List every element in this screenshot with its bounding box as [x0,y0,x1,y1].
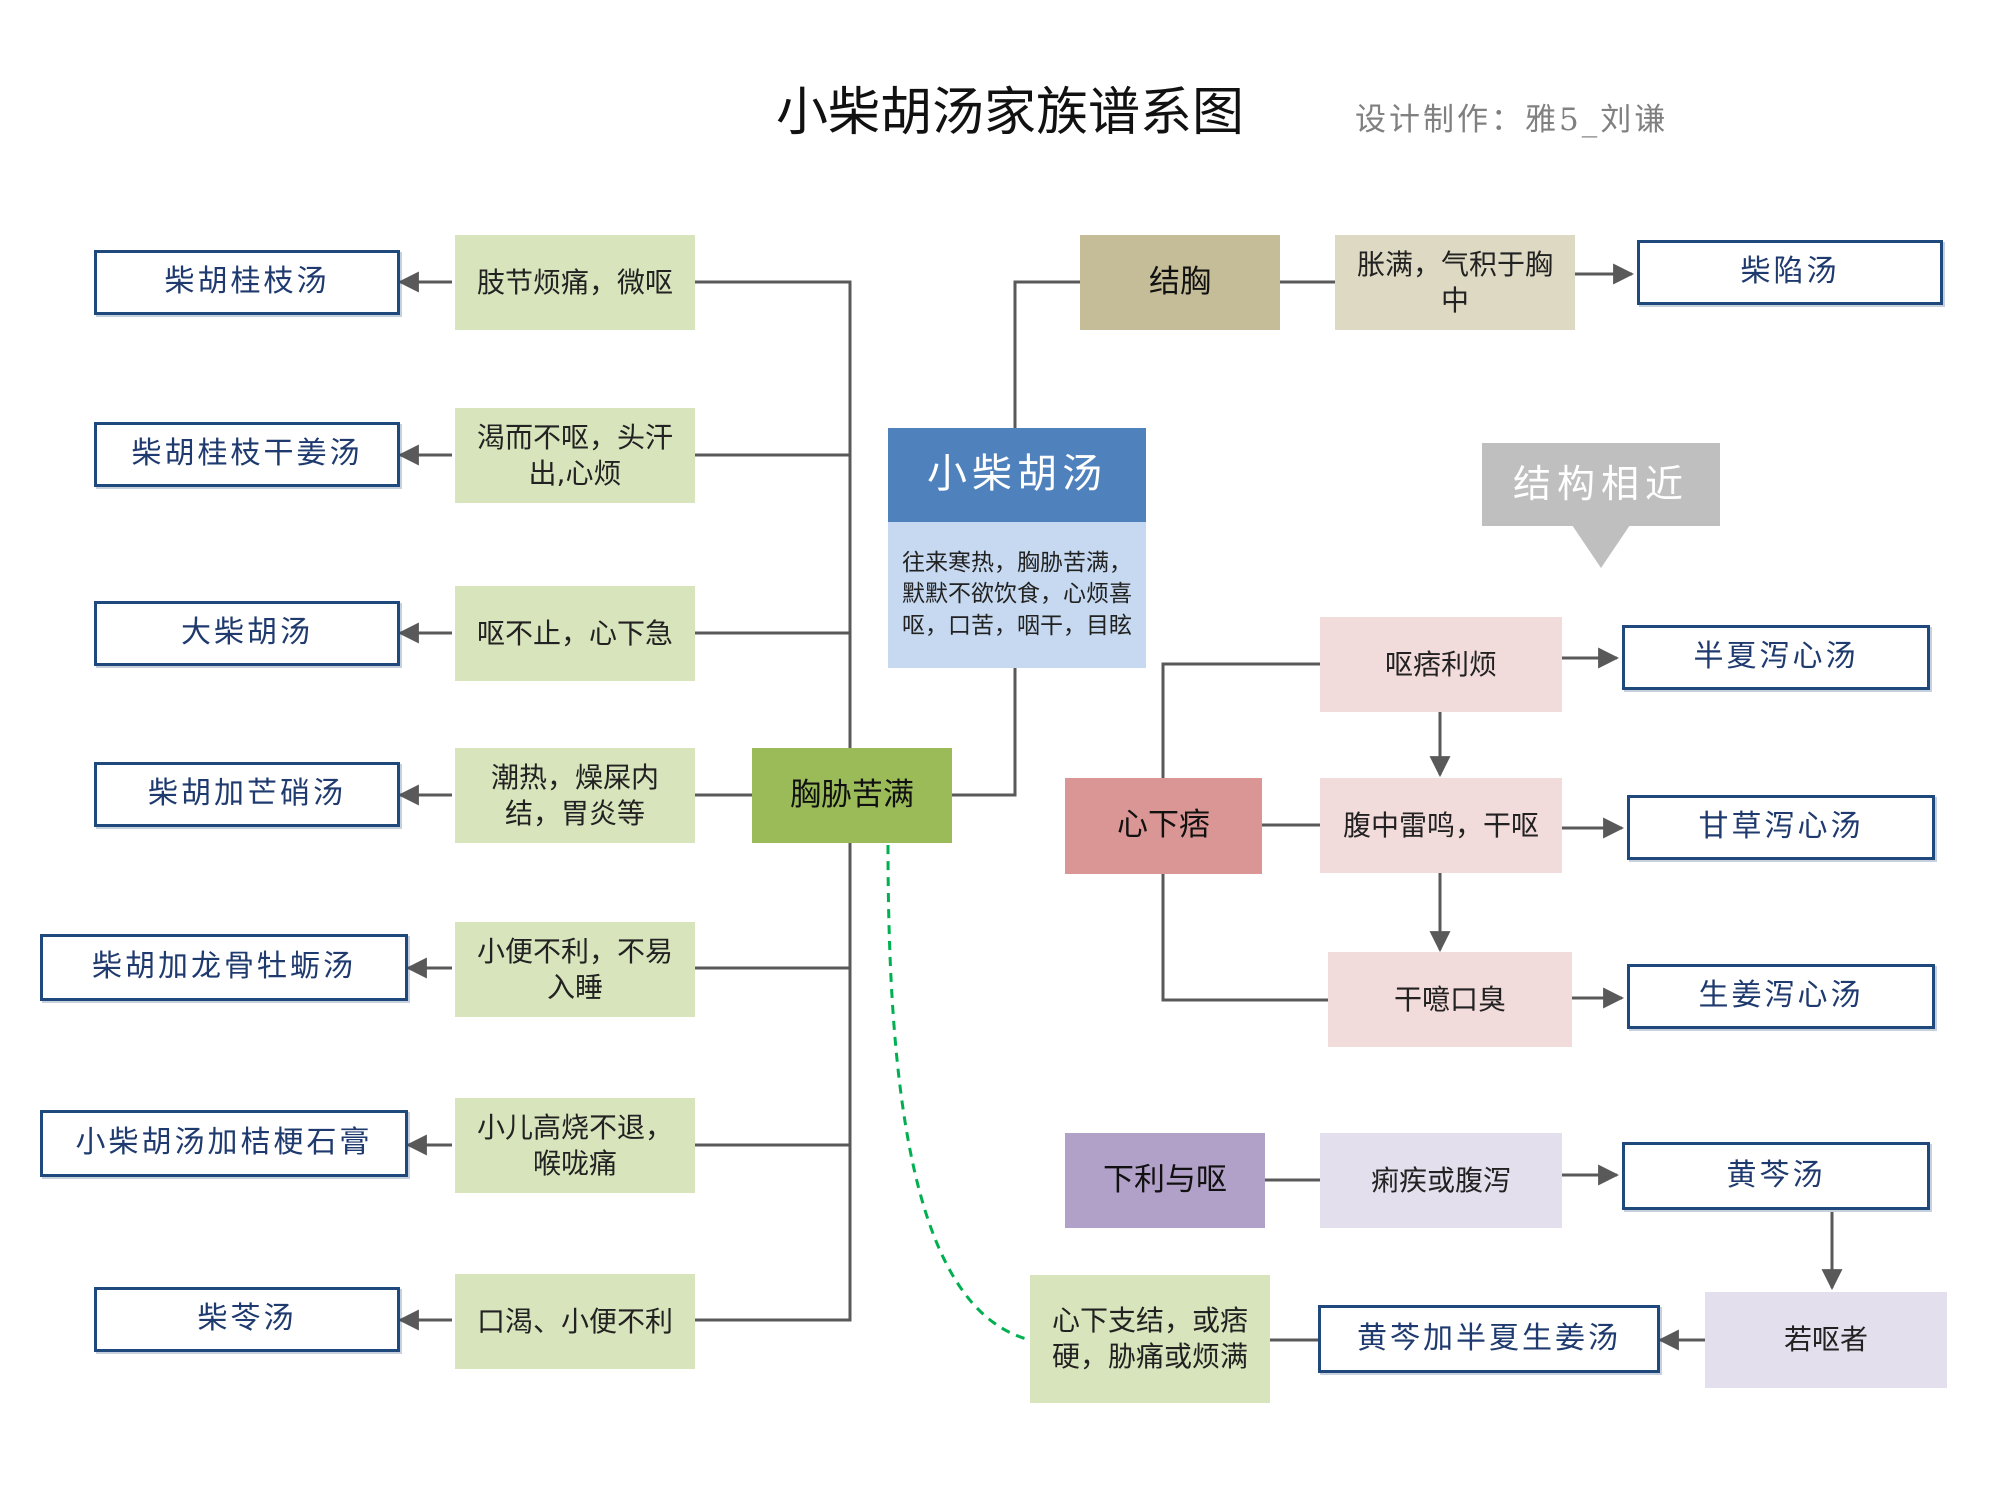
formula-chaihu-guizhi-ganjiang: 柴胡桂枝干姜汤 [94,422,400,487]
key-chest-bind: 结胸 [1080,235,1280,330]
formula-huangqin: 黄芩汤 [1622,1142,1930,1210]
formula-chailing: 柴苓汤 [94,1287,400,1352]
formula-banxia-xiexin: 半夏泻心汤 [1622,625,1930,690]
formula-chaihu-longgu-muli: 柴胡加龙骨牡蛎汤 [40,934,408,1001]
key-epigastric-stuffiness: 心下痞 [1065,778,1262,874]
link-xinxiapi-top [1161,662,1320,778]
left-symptom-1: 肢节烦痛，微呕 [455,235,695,330]
left-symptom-4: 潮热，燥屎内结，胃炎等 [455,748,695,843]
formula-da-chaihu: 大柴胡汤 [94,601,400,666]
xinxiapi-symptom-1: 呕痞利烦 [1320,617,1562,712]
formula-chaihu-guizhi: 柴胡桂枝汤 [94,250,400,315]
page-title: 小柴胡汤家族谱系图 [775,83,1244,143]
left-symptom-6: 小儿高烧不退，喉咙痛 [455,1098,695,1193]
xinxiapi-symptom-3: 干噫口臭 [1328,952,1572,1047]
dashed-symptom: 心下支结，或痞硬，胁痛或烦满 [1030,1275,1270,1403]
left-symptom-7: 口渴、小便不利 [455,1274,695,1369]
formula-chaihu-mangxiao: 柴胡加芒硝汤 [94,762,400,827]
left-symptom-3: 呕不止，心下急 [455,586,695,681]
xiali-symptom: 痢疾或腹泻 [1320,1133,1562,1228]
left-symptom-5: 小便不利，不易入睡 [455,922,695,1017]
link-main-chest [952,668,1017,797]
link-xinxiapi-bottom [1161,874,1328,1002]
main-formula-title: 小柴胡汤 [888,428,1146,522]
author-credit: 设计制作：雅5_刘谦 [1355,102,1669,138]
dashed-link [886,844,1031,1342]
key-chest-hypochondrium: 胸胁苦满 [752,748,952,843]
similar-down-arrow-icon [1572,525,1630,568]
formula-huangqin-banxia-shengjiang: 黄芩加半夏生姜汤 [1318,1305,1660,1373]
xiali-condition: 若呕者 [1705,1292,1947,1388]
left-symptom-2: 渴而不呕，头汗出,心烦 [455,408,695,503]
formula-shengjiang-xiexin: 生姜泻心汤 [1627,964,1935,1029]
link-main-jiexiong [1013,280,1080,428]
key-diarrhea-vomiting: 下利与呕 [1065,1133,1265,1228]
formula-gancao-xiexin: 甘草泻心汤 [1627,795,1935,860]
formula-xiaochaihu-jiegeng-shigao: 小柴胡汤加桔梗石膏 [40,1110,408,1177]
xinxiapi-symptom-2: 腹中雷鸣，干呕 [1320,778,1562,873]
main-formula-description: 往来寒热，胸胁苦满，默默不欲饮食，心烦喜呕，口苦，咽干，目眩 [888,522,1146,668]
chest-bind-symptom: 胀满，气积于胸中 [1335,235,1575,330]
similar-structure-label: 结构相近 [1482,443,1720,526]
formula-chaixian: 柴陷汤 [1637,240,1943,305]
